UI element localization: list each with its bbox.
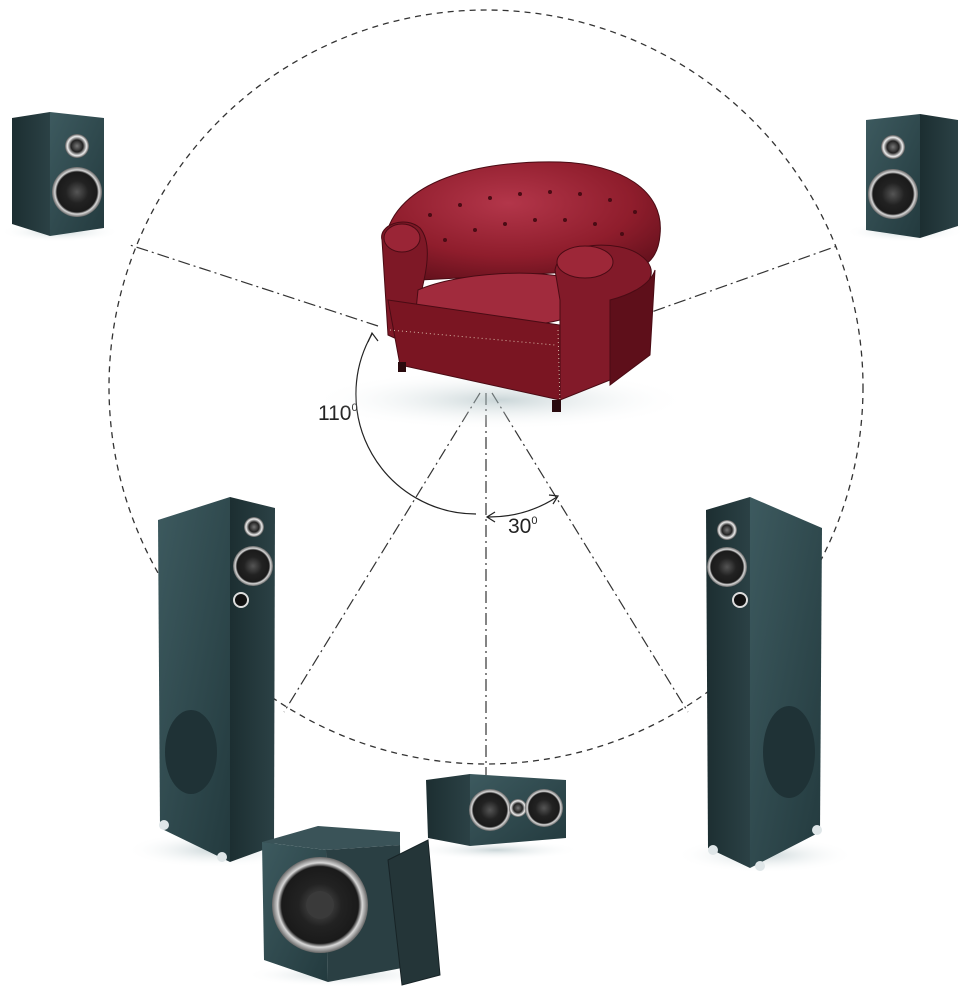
port-icon [234,593,248,607]
center-channel-speaker [411,774,581,860]
woofer-icon [707,547,747,587]
tweeter-icon [509,799,527,817]
passive-radiator-icon [165,710,217,794]
tweeter-icon [244,517,264,537]
line-to-front-left [284,393,480,712]
angle-label-30: 300 [508,515,537,538]
line-to-surround-left [130,245,378,326]
woofer-icon [233,546,273,586]
tweeter-icon [717,520,737,540]
passive-radiator-icon [763,706,815,798]
front-left-floorstanding-speaker [125,497,305,868]
armchair [310,162,690,430]
subwoofer [245,826,440,987]
surround-left-speaker [0,112,120,242]
front-right-floorstanding-speaker [675,497,855,873]
woofer-icon [52,167,102,217]
woofer-icon [469,789,511,831]
tweeter-icon [881,135,905,159]
port-icon [733,593,747,607]
arc-30 [488,497,557,517]
surround-right-speaker [845,114,965,242]
line-to-front-right [492,393,688,712]
tweeter-icon [65,134,89,158]
woofer-icon [525,789,563,827]
woofer-icon [868,169,918,219]
